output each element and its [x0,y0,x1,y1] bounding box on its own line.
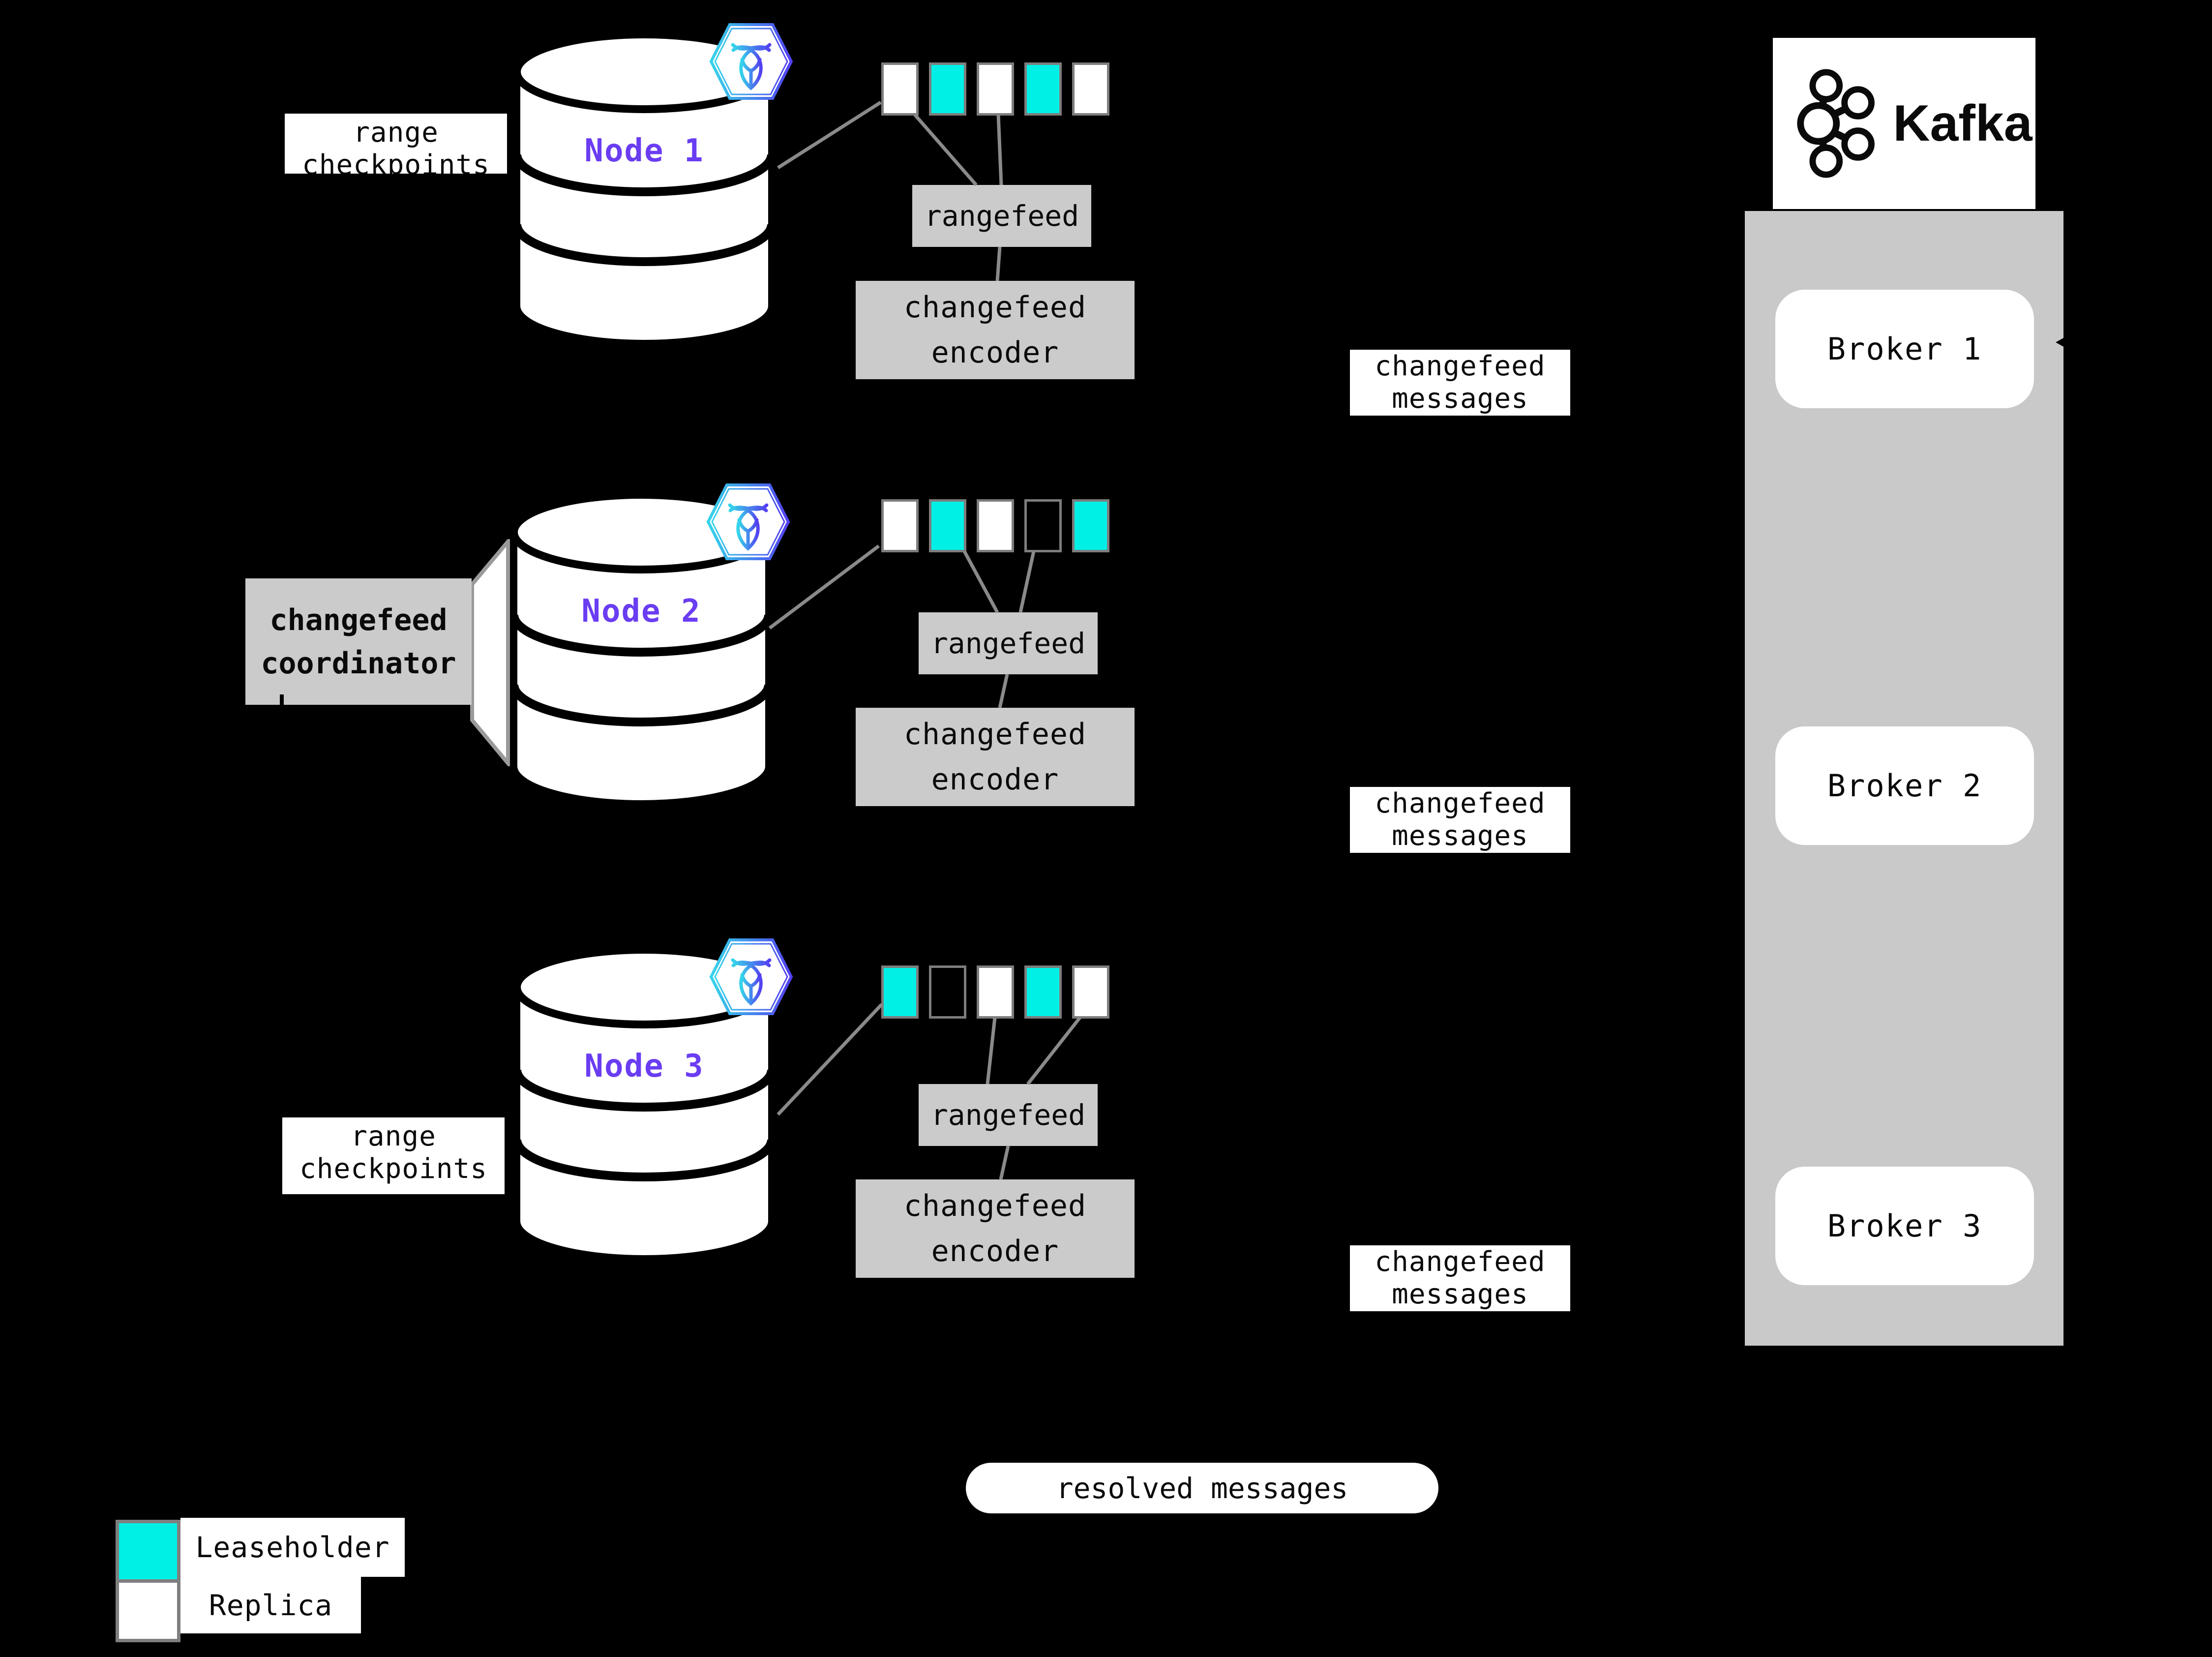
label-line: resolved messages [1056,1471,1348,1505]
kafka-wordmark: Kafka [1893,94,2033,152]
connector-line [1018,551,1036,613]
connector-line [913,113,978,186]
range-rect [929,499,966,552]
label-line: messages [1392,383,1528,415]
range-rect [929,965,966,1019]
connector-line [1026,1016,1081,1085]
connector-line [995,246,1002,281]
legend-leaseholder-swatch [116,1520,180,1583]
database-cylinder-icon-node3 [513,946,776,1262]
broker-label: Broker 2 [1827,768,1982,804]
cockroachdb-logo-icon [709,23,793,100]
connector-line [996,114,1003,185]
broker-label: Broker 3 [1827,1208,1982,1244]
connector-line [777,101,882,169]
range-rect [1024,499,1062,552]
label-line: range [353,117,439,149]
range-rect [1072,965,1109,1019]
changefeed-messages-label-2: changefeed messages [1350,787,1570,853]
range-rect [977,965,1014,1019]
connector-line [962,550,999,613]
resolved-messages-label: resolved messages [966,1463,1438,1513]
label-line: messages [1392,1278,1528,1310]
rangefeed-label: rangefeed [930,1098,1086,1132]
legend-replica-label: Replica [180,1577,361,1633]
broker-label: Broker 1 [1827,331,1982,367]
range-rect [1024,965,1062,1019]
rangefeed-box-node3: rangefeed [919,1084,1098,1146]
kafka-logo-box: Kafka [1773,38,2035,209]
changefeed-encoder-box-node3: changefeed encoder [856,1179,1135,1278]
label-line: encoder [931,1234,1059,1268]
label-line: changefeed [1375,787,1546,819]
cockroachdb-logo-icon [709,938,793,1015]
label-line: changefeed [903,290,1087,325]
node-label: Node 3 [584,1048,704,1085]
connector-line [998,674,1009,708]
range-rect [1024,62,1062,116]
database-cylinder-icon-node2 [510,491,773,807]
changefeed-encoder-box-node2: changefeed encoder [856,708,1135,806]
label-line: changefeed [269,603,448,637]
range-rect [881,499,919,552]
broker-1-box: Broker 1 [1775,290,2034,408]
connector-line [986,1017,997,1085]
broker-3-box: Broker 3 [1775,1167,2034,1285]
range-checkpoints-label-node1: range checkpoints [285,114,507,174]
range-rect [977,62,1014,116]
range-rect [1072,499,1109,552]
cockroachdb-logo-icon [706,483,790,560]
database-cylinder-icon-node1 [513,30,776,346]
label-line: range [351,1120,436,1152]
range-rect [1072,62,1109,116]
label-line: checkpoints [302,149,490,174]
range-rect [929,62,966,116]
label-line: changefeed [903,717,1087,752]
changefeed-coordinator-box: changefeed coordinator [245,578,472,705]
rangefeed-label: rangefeed [924,199,1079,233]
label-line: encoder [931,762,1059,797]
changefeed-encoder-box-node1: changefeed encoder [856,281,1135,379]
label-line: encoder [931,335,1059,370]
label-line: messages [1392,820,1528,852]
node-label: Node 1 [584,133,704,169]
range-rect [881,62,919,116]
range-rect [881,965,919,1019]
range-rect [977,499,1014,552]
legend-leaseholder-label: Leaseholder [180,1518,405,1577]
connector-line [777,1003,883,1116]
coordinator-callout-pointer [470,539,510,766]
legend-replica-swatch [116,1579,180,1642]
label-line: Leaseholder [195,1531,390,1564]
rangefeed-label: rangefeed [930,627,1086,660]
label-line: checkpoints [299,1153,487,1185]
broker-2-box: Broker 2 [1775,726,2034,845]
changefeed-messages-label-3: changefeed messages [1350,1245,1570,1311]
label-line: Replica [209,1588,333,1622]
node-label: Node 2 [581,593,701,630]
changefeed-messages-label-1: changefeed messages [1350,350,1570,416]
rangefeed-box-node2: rangefeed [919,612,1098,674]
label-line: changefeed [1375,350,1546,382]
range-checkpoints-label-node3: range checkpoints [282,1117,505,1194]
label-line: changefeed [903,1189,1087,1223]
label-line: changefeed [1375,1246,1546,1278]
connector-line [999,1145,1010,1180]
kafka-logo-icon [1797,69,1875,178]
rangefeed-box-node1: rangefeed [912,185,1091,247]
arrow-tip-mark [280,694,284,706]
label-line: coordinator [261,646,456,681]
